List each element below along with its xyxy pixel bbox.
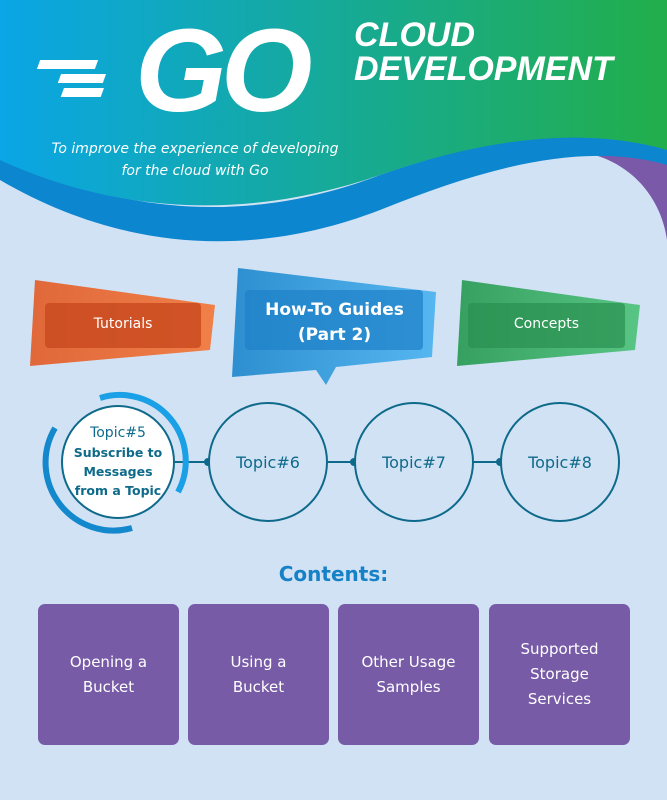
tab-concepts[interactable]: Concepts [513, 316, 580, 332]
go-logo: GO [135, 5, 313, 137]
subtitle: To improve the experience of developing … [51, 141, 339, 179]
topic-7[interactable]: Topic#7 [354, 402, 474, 522]
content-card-using-bucket[interactable]: Using a Bucket [188, 604, 329, 745]
contents-heading: Contents: [278, 562, 389, 586]
topic-6[interactable]: Topic#6 [208, 402, 328, 522]
content-card-other-usage[interactable]: Other Usage Samples [338, 604, 479, 745]
topic-detail: Subscribe to Messages from a Topic [73, 445, 163, 498]
topic-8[interactable]: Topic#8 [500, 402, 620, 522]
topic-label: Topic#5 [90, 425, 146, 441]
content-card-opening-bucket[interactable]: Opening a Bucket [38, 604, 179, 745]
tab-tutorials[interactable]: Tutorials [93, 316, 153, 332]
topic-5[interactable]: Topic#5 Subscribe to Messages from a Top… [64, 408, 172, 516]
tab-how-to-guides[interactable]: How-To Guides (Part 2) [265, 300, 404, 345]
content-card-storage-services[interactable]: Supported Storage Services [489, 604, 630, 745]
